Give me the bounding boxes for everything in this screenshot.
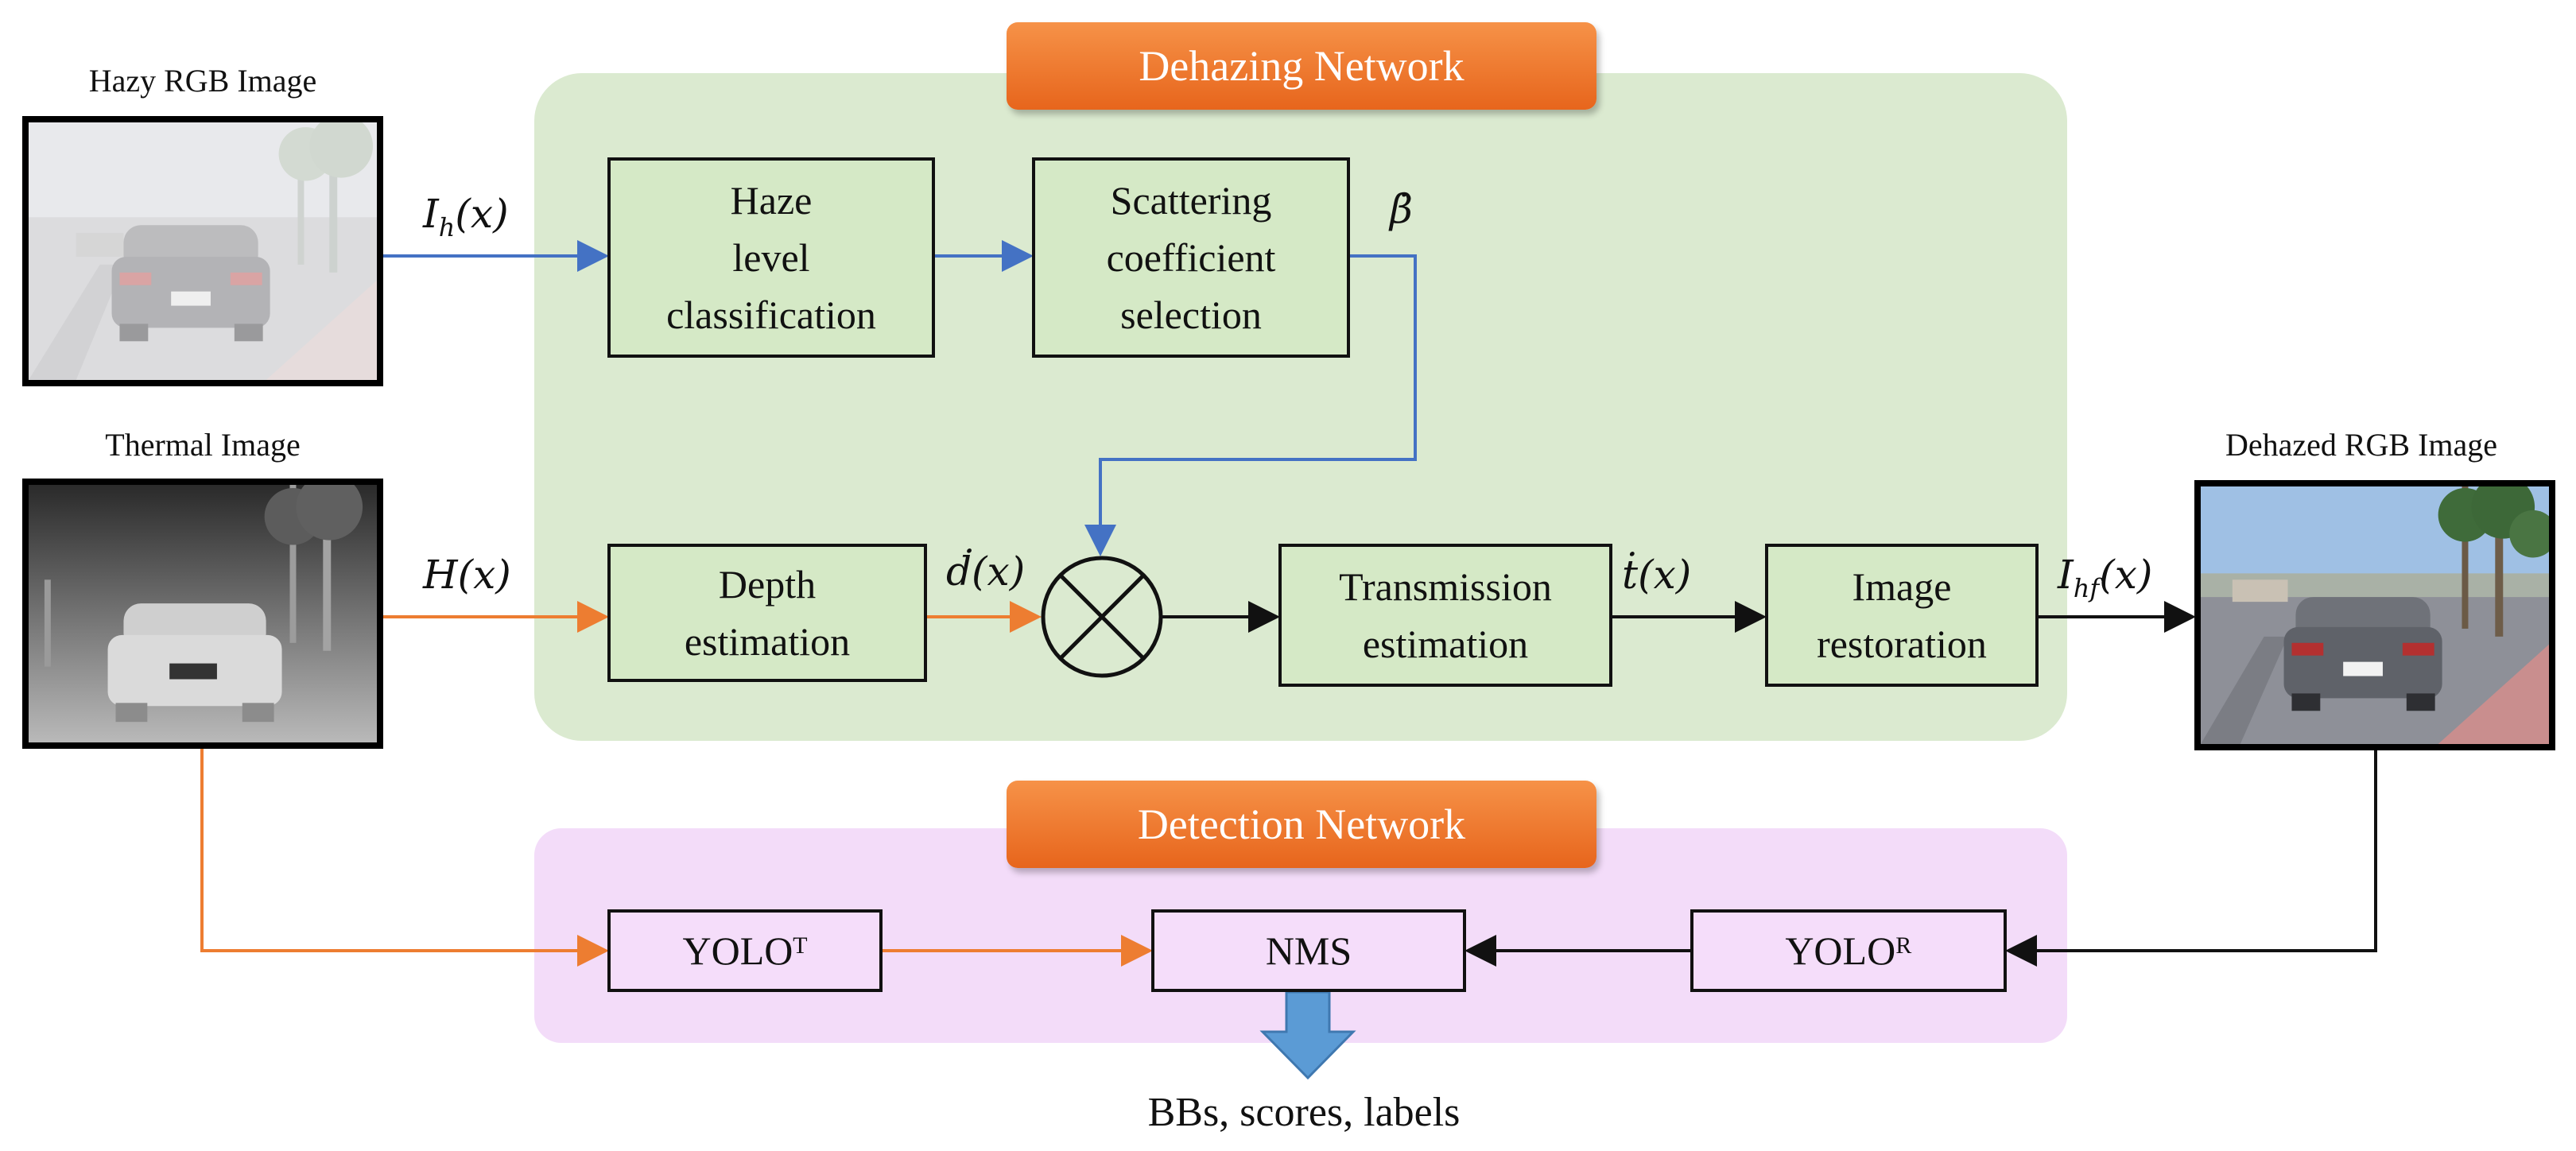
label-dehazed-output-base: I [2058, 552, 2074, 598]
output-caption: BBs, scores, labels [1147, 1090, 1461, 1135]
thermal-image-caption: Thermal Image [105, 427, 301, 463]
thermal-image [22, 479, 383, 749]
label-thermal-input: H(x) [423, 552, 511, 598]
label-transmission: ṫ(x) [1622, 552, 1692, 598]
label-hazy-input-base: I [423, 191, 439, 237]
label-hazy-input-sub: h [438, 212, 456, 242]
label-dehazed-output-sub: hf [2073, 573, 2100, 603]
transmission-estimation-box: Transmission estimation [1278, 544, 1612, 687]
label-depth: ḋ(x) [946, 548, 1026, 595]
hazy-rgb-image [22, 116, 383, 386]
hazy-image-caption: Hazy RGB Image [88, 63, 317, 99]
dehazed-rgb-image [2194, 480, 2555, 750]
nms-box: NMS [1151, 909, 1466, 992]
arrow-thermal-to-yolot [200, 749, 609, 967]
label-dehazed-output-arg: (x) [2099, 552, 2153, 598]
scattering-coefficient-selection-box: Scattering coefficient selection [1032, 157, 1350, 358]
yolo-rgb-box: YOLOᴿ [1690, 909, 2007, 992]
label-beta: β̇ [1390, 186, 1413, 232]
label-dehazed-output: Ihf(x) [2058, 552, 2152, 603]
label-hazy-input: Ih(x) [423, 191, 509, 242]
detection-network-banner: Detection Network [1007, 781, 1596, 868]
dehazing-network-banner: Dehazing Network [1007, 22, 1596, 110]
image-restoration-box: Image restoration [1765, 544, 2039, 687]
arrow-scatter-to-multiply [1084, 254, 1417, 556]
arrow-dehazed-to-yolor [2005, 750, 2377, 967]
output-down-arrow [1259, 990, 1356, 1080]
label-hazy-input-arg: (x) [455, 191, 509, 237]
multiply-operator [1041, 556, 1163, 678]
yolo-thermal-box: YOLOᵀ [607, 909, 883, 992]
dehazed-image-caption: Dehazed RGB Image [2225, 427, 2498, 463]
haze-level-classification-box: Haze level classification [607, 157, 935, 358]
depth-estimation-box: Depth estimation [607, 544, 927, 682]
